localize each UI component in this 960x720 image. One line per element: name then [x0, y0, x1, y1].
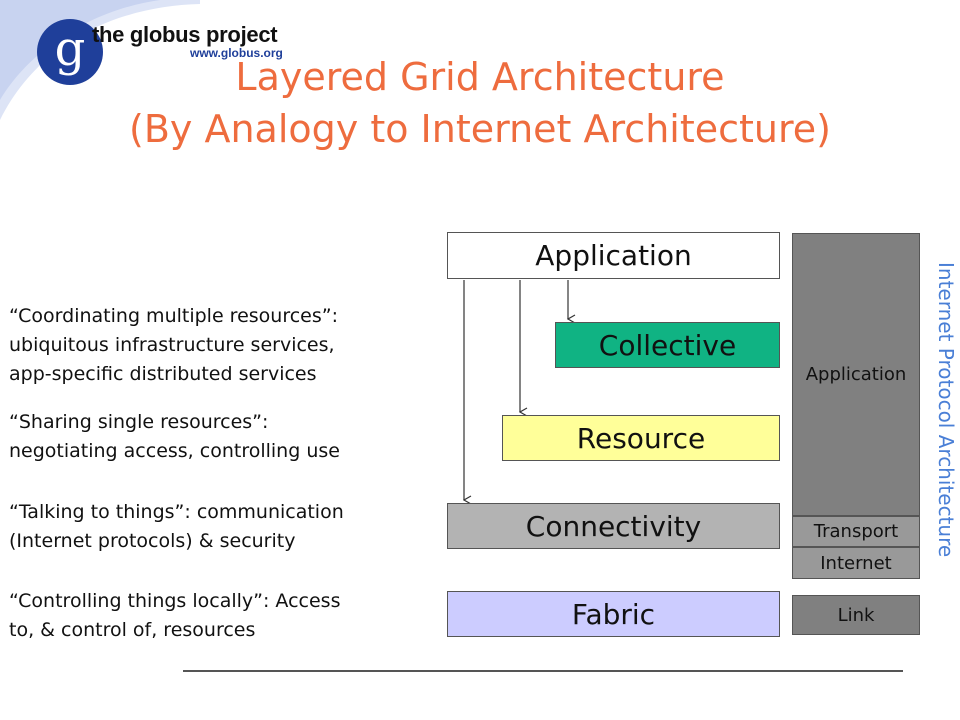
ip-layer-transport: Transport	[792, 516, 920, 547]
description-line: app-specific distributed services	[9, 363, 317, 385]
layer-label: Fabric	[571, 597, 656, 631]
description-fabric: “Controlling things locally”: Access to,…	[9, 587, 340, 645]
globus-logo: g	[37, 19, 103, 85]
layer-label: Connectivity	[525, 509, 702, 543]
ip-layer-link: Link	[792, 595, 920, 635]
ip-layer-label: Application	[805, 364, 907, 385]
description-line: negotiating access, controlling use	[9, 440, 340, 462]
layer-fabric: Fabric	[447, 591, 780, 637]
ip-layer-label: Transport	[813, 521, 899, 542]
layer-label: Collective	[598, 328, 737, 362]
layer-connectivity: Connectivity	[447, 503, 780, 549]
description-collective: “Coordinating multiple resources”: ubiqu…	[9, 302, 338, 389]
description-line: (Internet protocols) & security	[9, 530, 296, 552]
ip-layer-internet: Internet	[792, 547, 920, 579]
ip-layer-label: Internet	[820, 552, 892, 574]
description-line: “Coordinating multiple resources”:	[9, 305, 339, 327]
description-connectivity: “Talking to things”: communication (Inte…	[9, 498, 344, 556]
layer-application: Application	[447, 232, 780, 279]
description-line: to, & control of, resources	[9, 619, 256, 641]
ip-layer-application: Application	[792, 233, 920, 516]
internet-protocol-label: Internet Protocol Architecture	[934, 262, 958, 558]
layer-collective: Collective	[555, 322, 780, 368]
description-line: ubiquitous infrastructure services,	[9, 334, 335, 356]
description-line: “Talking to things”: communication	[9, 501, 344, 523]
description-resource: “Sharing single resources”: negotiating …	[9, 408, 340, 466]
layer-label: Application	[535, 239, 692, 272]
ip-layer-label: Link	[837, 604, 875, 626]
description-line: “Sharing single resources”:	[9, 411, 269, 433]
logo-letter: g	[54, 21, 86, 77]
logo-url: www.globus.org	[190, 46, 283, 60]
bottom-rule	[183, 670, 903, 672]
layer-label: Resource	[576, 421, 706, 455]
layer-resource: Resource	[502, 415, 780, 461]
logo-name: the globus project	[92, 22, 278, 47]
description-line: “Controlling things locally”: Access	[9, 590, 341, 612]
title-line-1: Layered Grid Architecture	[235, 55, 725, 99]
title-line-2: (By Analogy to Internet Architecture)	[129, 107, 831, 151]
